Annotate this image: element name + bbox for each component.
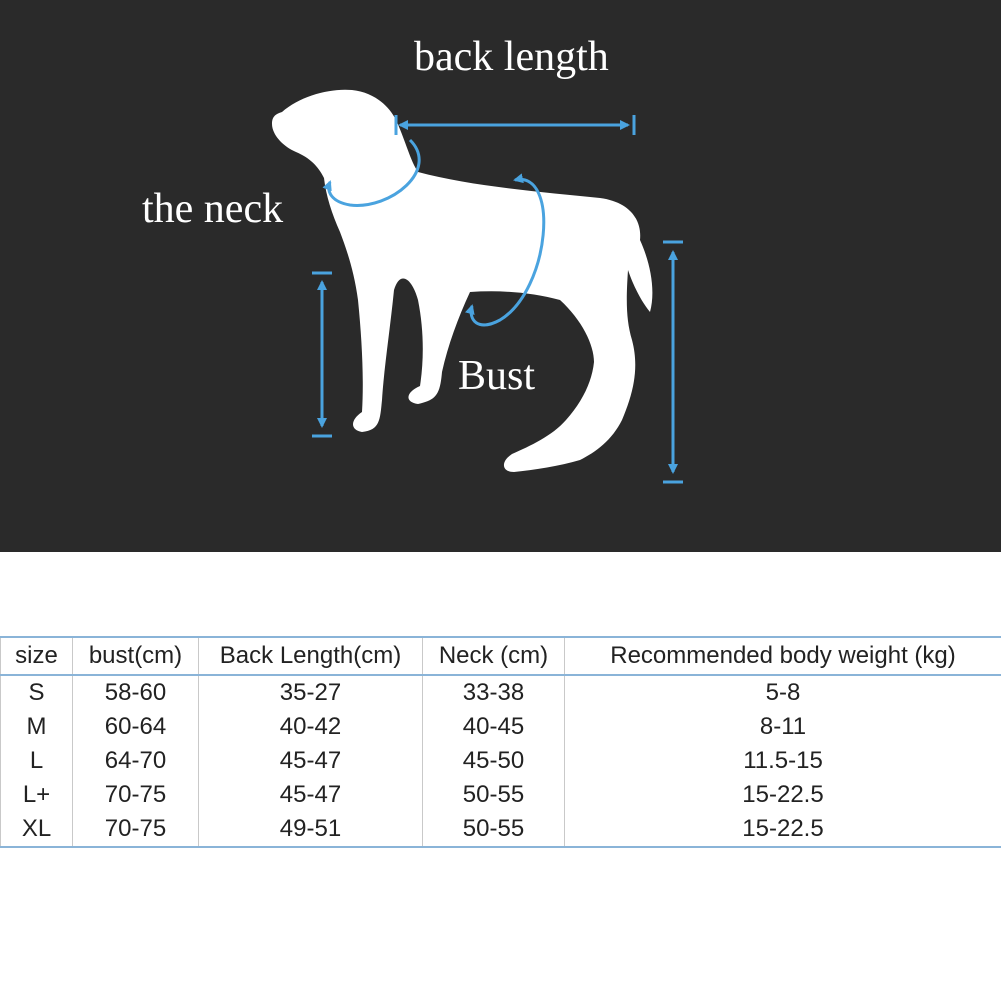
- cell-weight: 15-22.5: [564, 812, 1001, 848]
- header-weight: Recommended body weight (kg): [564, 636, 1001, 676]
- dog-silhouette-icon: [272, 89, 653, 472]
- table-row: M 60-64 40-42 40-45 8-11: [0, 710, 1001, 744]
- back-length-label: back length: [414, 34, 609, 80]
- cell-weight: 11.5-15: [564, 744, 1001, 778]
- table-row: XL 70-75 49-51 50-55 15-22.5: [0, 812, 1001, 848]
- cell-bust: 70-75: [72, 778, 199, 812]
- cell-weight: 8-11: [564, 710, 1001, 744]
- header-size: size: [0, 636, 73, 676]
- cell-back-length: 35-27: [198, 675, 423, 710]
- bust-label: Bust: [458, 353, 536, 399]
- cell-size: XL: [0, 812, 73, 848]
- cell-neck: 33-38: [422, 675, 565, 710]
- neck-label: the neck: [142, 186, 284, 232]
- cell-bust: 60-64: [72, 710, 199, 744]
- header-back-length: Back Length(cm): [198, 636, 423, 676]
- cell-neck: 50-55: [422, 778, 565, 812]
- header-bust: bust(cm): [72, 636, 199, 676]
- cell-bust: 70-75: [72, 812, 199, 848]
- cell-neck: 50-55: [422, 812, 565, 848]
- cell-bust: 58-60: [72, 675, 199, 710]
- cell-back-length: 45-47: [198, 778, 423, 812]
- cell-bust: 64-70: [72, 744, 199, 778]
- cell-back-length: 40-42: [198, 710, 423, 744]
- table-header-row: size bust(cm) Back Length(cm) Neck (cm) …: [0, 636, 1001, 676]
- cell-size: S: [0, 675, 73, 710]
- table-row: S 58-60 35-27 33-38 5-8: [0, 675, 1001, 710]
- header-neck: Neck (cm): [422, 636, 565, 676]
- cell-weight: 15-22.5: [564, 778, 1001, 812]
- cell-size: M: [0, 710, 73, 744]
- bust-arc: [465, 173, 546, 327]
- cell-size: L+: [0, 778, 73, 812]
- cell-back-length: 45-47: [198, 744, 423, 778]
- cell-neck: 45-50: [422, 744, 565, 778]
- table-row: L+ 70-75 45-47 50-55 15-22.5: [0, 778, 1001, 812]
- cell-back-length: 49-51: [198, 812, 423, 848]
- measurement-diagram: back length the neck Bust: [0, 0, 1001, 552]
- neck-arc: [322, 138, 421, 207]
- table-row: L 64-70 45-47 45-50 11.5-15: [0, 744, 1001, 778]
- cell-neck: 40-45: [422, 710, 565, 744]
- size-chart-table: size bust(cm) Back Length(cm) Neck (cm) …: [0, 636, 1001, 848]
- cell-weight: 5-8: [564, 675, 1001, 710]
- dog-measurement-graphic: [272, 89, 683, 484]
- cell-size: L: [0, 744, 73, 778]
